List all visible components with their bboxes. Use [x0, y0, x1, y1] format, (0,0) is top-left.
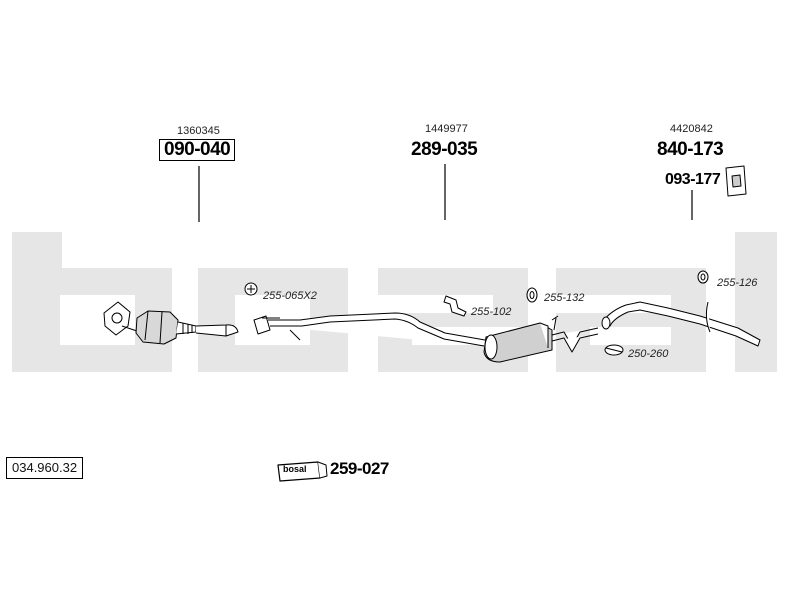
mounting-kit-icon — [725, 165, 747, 197]
paste-tube-logo: bosal — [283, 464, 307, 474]
catalytic-converter-icon — [135, 310, 239, 345]
flange-clamp-icon — [244, 282, 258, 296]
manifold-flange-icon — [103, 301, 141, 336]
hardware-label-1: 255-065X2 — [263, 290, 317, 302]
part-number-rear-pipe: 840-173 — [657, 139, 724, 160]
hardware-label-5: 250-260 — [628, 348, 669, 360]
flange-joint-icon — [253, 315, 280, 335]
part-number-front-pipe: 289-035 — [411, 139, 478, 160]
part-number-mounting-kit: 093-177 — [665, 171, 721, 188]
rubber-ring-icon — [526, 287, 538, 303]
paste-tube-icon — [277, 461, 328, 482]
part-number-assembly-paste: 259-027 — [330, 459, 389, 478]
hardware-label-3: 255-132 — [544, 292, 585, 304]
bracket-icon — [443, 295, 467, 317]
u-clamp-icon — [604, 344, 624, 356]
ref-number-1: 1360345 — [177, 125, 220, 137]
rubber-ring-icon-2 — [697, 270, 709, 284]
part-number-catalytic-converter: 090-040 — [159, 139, 236, 161]
hardware-label-4: 255-126 — [717, 277, 758, 289]
hardware-label-2: 255-102 — [471, 306, 512, 318]
middle-silencer-icon — [483, 315, 599, 363]
ref-number-2: 1449977 — [425, 123, 468, 135]
ref-number-3: 4420842 — [670, 123, 713, 135]
catalog-number: 034.960.32 — [6, 457, 84, 479]
front-pipe-icon — [268, 312, 486, 347]
rear-pipe-icon — [601, 301, 761, 347]
